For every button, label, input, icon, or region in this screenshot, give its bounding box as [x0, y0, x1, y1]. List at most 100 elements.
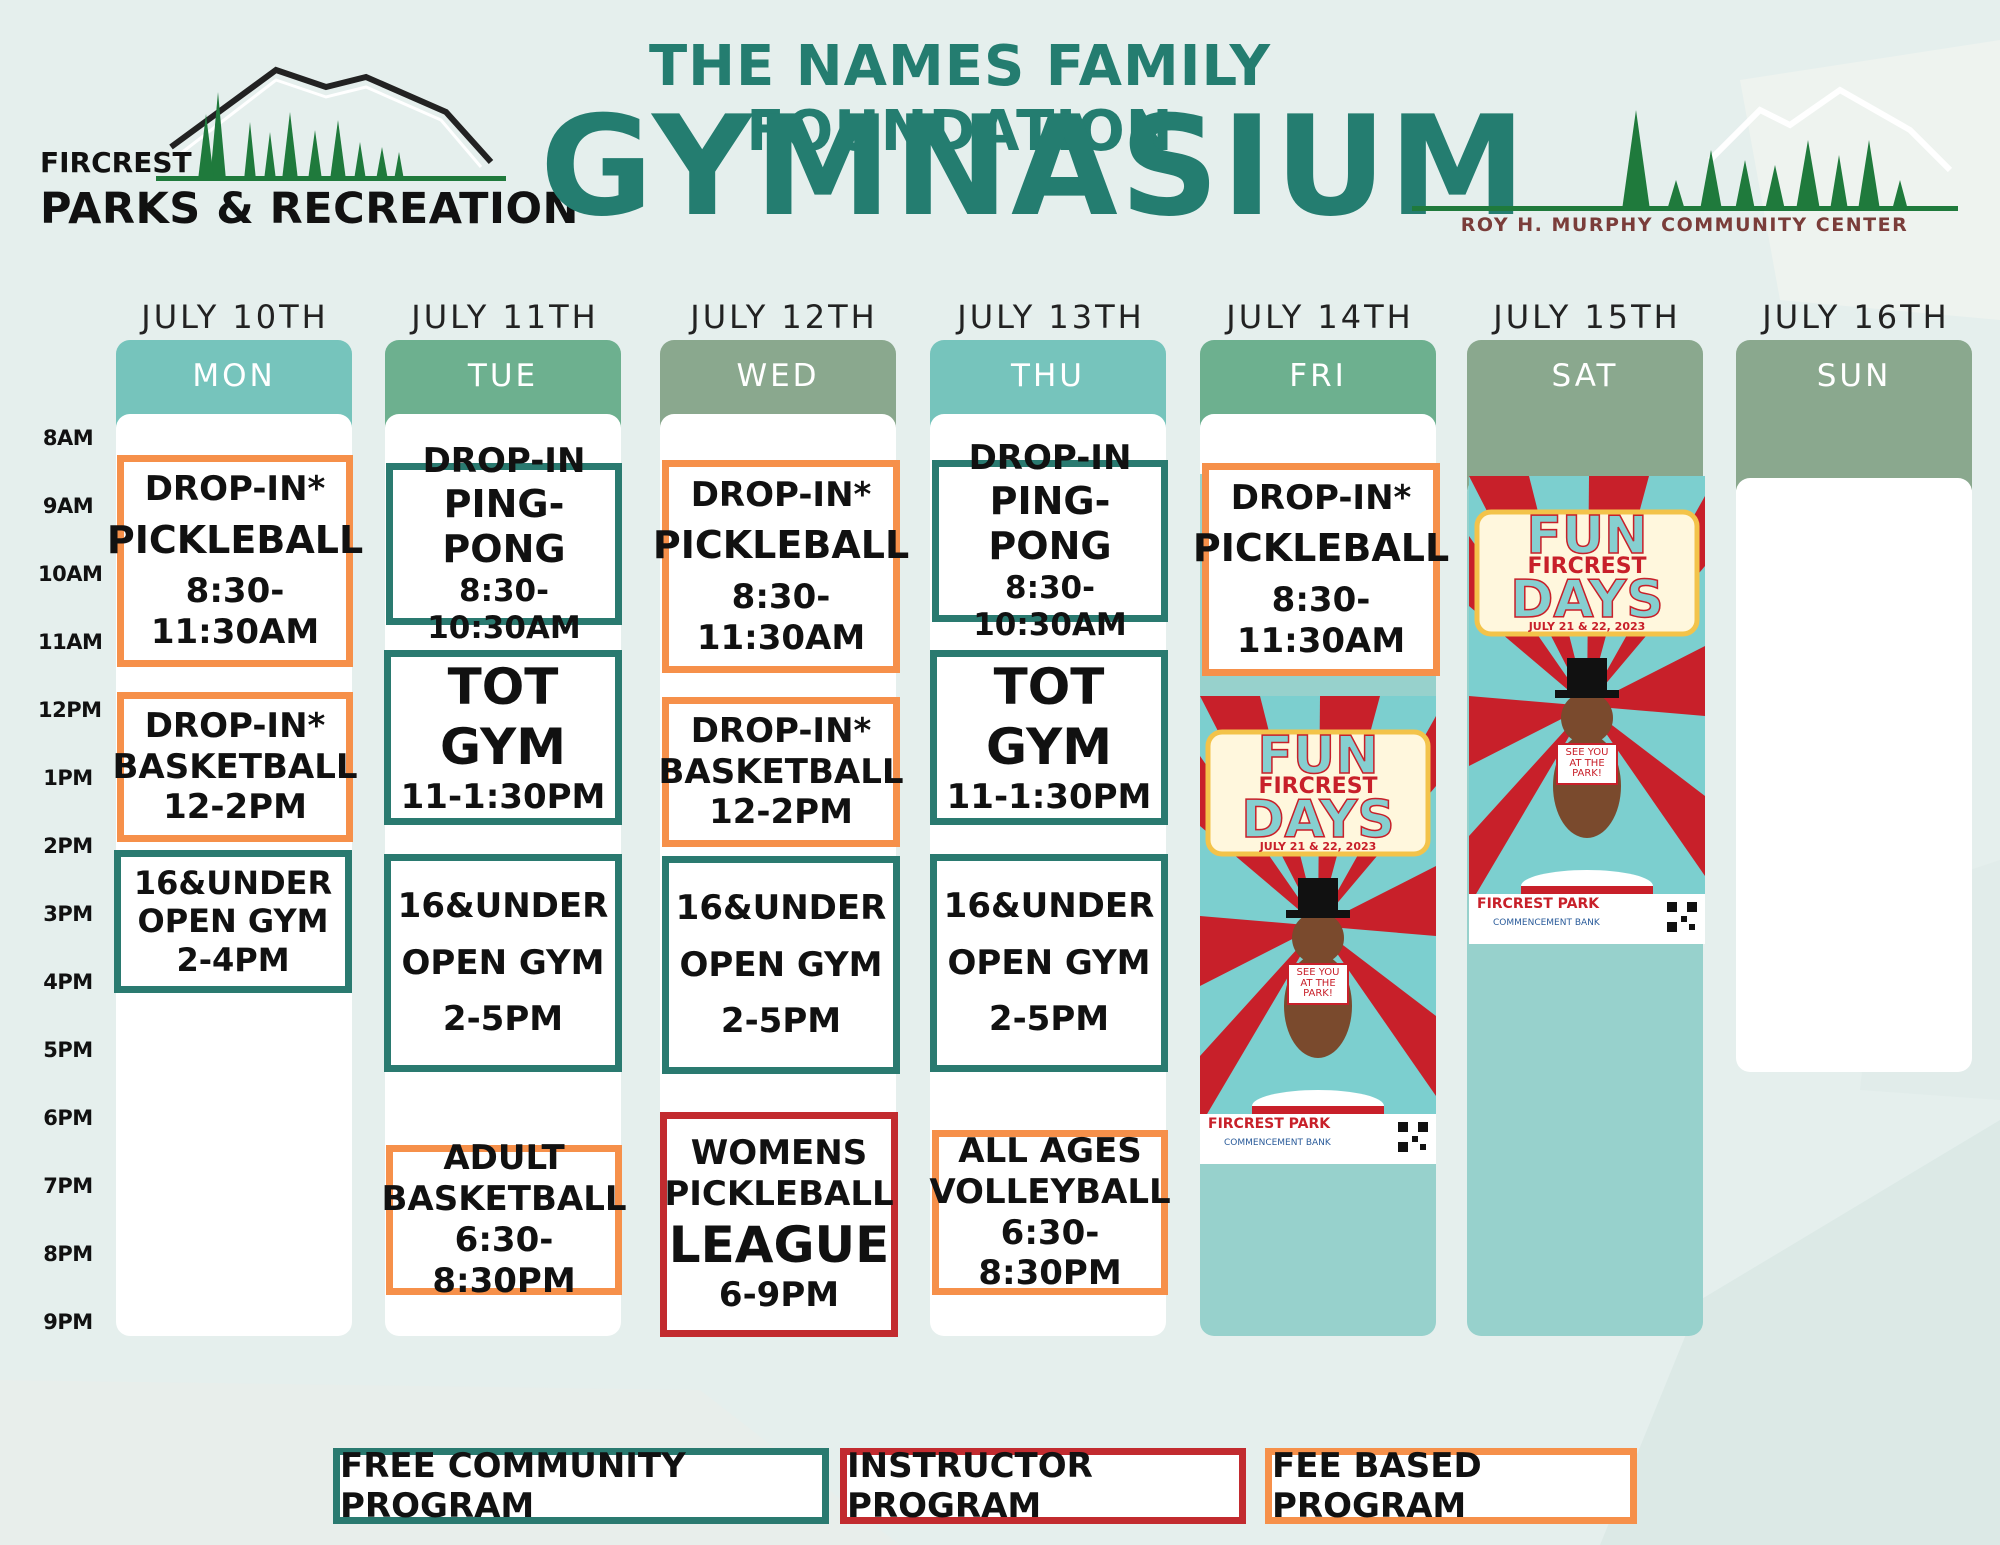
- event-wed-open-gym[interactable]: 16&UNDER OPEN GYM 2-5PM: [662, 856, 900, 1074]
- event-line: BASKETBALL: [381, 1179, 627, 1220]
- event-line: DROP-IN: [968, 437, 1132, 478]
- event-line: DROP-IN: [422, 440, 586, 481]
- date-label-tue: JULY 11TH: [411, 298, 599, 336]
- poster-dates: JULY 21 & 22, 2023: [1259, 840, 1377, 853]
- event-tue-adult-basketball[interactable]: ADULT BASKETBALL 6:30-8:30PM: [381, 1138, 626, 1300]
- legend-free-community: FREE COMMUNITY PROGRAM: [333, 1446, 829, 1526]
- date-label-thu: JULY 13TH: [957, 298, 1145, 336]
- time-label: 9AM: [42, 494, 94, 518]
- day-header-sat: SAT: [1467, 340, 1703, 490]
- event-line: 8:30-10:30AM: [427, 572, 581, 646]
- foundation-title: THE NAMES FAMILY FOUNDATION: [648, 34, 1272, 164]
- event-line: 11-1:30PM: [946, 777, 1152, 818]
- event-line: 8:30-11:30AM: [696, 576, 866, 658]
- date-label-fri: JULY 14TH: [1226, 298, 1414, 336]
- event-line: WOMENS: [690, 1133, 868, 1174]
- event-line: 16&UNDER: [397, 885, 609, 926]
- legend-fee-based: FEE BASED PROGRAM: [1265, 1446, 1637, 1526]
- event-line: 6-9PM: [718, 1274, 840, 1315]
- event-line: 6:30-8:30PM: [978, 1212, 1122, 1294]
- qr-code-icon: [1665, 900, 1699, 934]
- event-line: OPEN GYM: [401, 942, 605, 983]
- poster-sign: SEE YOU AT THE PARK!: [1296, 967, 1340, 999]
- community-center-logo-icon: [1412, 86, 1958, 211]
- event-line: 12-2PM: [163, 787, 307, 828]
- event-line: 16&UNDER: [675, 887, 887, 928]
- event-line: 16&UNDER: [943, 885, 1155, 926]
- event-line: ALL AGES: [958, 1130, 1142, 1171]
- event-line: 8:30-11:30AM: [150, 571, 320, 653]
- date-label-sun: JULY 16TH: [1762, 298, 1950, 336]
- event-line: 11-1:30PM: [400, 777, 606, 818]
- event-line: BASKETBALL: [112, 746, 358, 787]
- event-line: PICKLEBALL: [652, 523, 910, 568]
- event-line: ADULT: [443, 1138, 565, 1179]
- event-line: TOT GYM: [986, 658, 1112, 777]
- event-line: OPEN GYM: [679, 944, 883, 985]
- event-mon-pickleball[interactable]: DROP-IN* PICKLEBALL 8:30-11:30AM: [107, 455, 363, 667]
- time-label: 8PM: [43, 1242, 93, 1266]
- time-label: 3PM: [43, 902, 93, 926]
- event-wed-womens-pickleball[interactable]: WOMENS PICKLEBALL LEAGUE 6-9PM: [660, 1112, 898, 1337]
- poster-fircrest: FIRCREST: [1258, 774, 1378, 799]
- column-sun: [1736, 478, 1972, 1072]
- poster-sunburst-icon: [1469, 476, 1705, 944]
- event-line: BASKETBALL: [658, 751, 904, 792]
- community-center-label: ROY H. MURPHY COMMUNITY CENTER: [1460, 214, 1909, 236]
- day-header-sun: SUN: [1736, 340, 1972, 490]
- poster-park: FIRCREST PARK: [1208, 1116, 1331, 1132]
- event-line: DROP-IN*: [144, 705, 326, 746]
- event-line: 2-5PM: [988, 999, 1110, 1040]
- event-line: DROP-IN*: [1230, 477, 1412, 518]
- event-thu-volleyball[interactable]: ALL AGES VOLLEYBALL 6:30-8:30PM: [929, 1130, 1171, 1295]
- event-line: 8:30-10:30AM: [973, 569, 1127, 643]
- parks-recreation-label: PARKS & RECREATION: [40, 184, 580, 234]
- time-label: 10AM: [38, 562, 103, 586]
- event-line: PING-PONG: [988, 478, 1112, 569]
- event-mon-open-gym[interactable]: 16&UNDER OPEN GYM 2-4PM: [114, 850, 352, 993]
- event-line: 12-2PM: [709, 792, 853, 833]
- time-label: 11AM: [38, 630, 103, 654]
- poster-days: DAYS: [1509, 569, 1664, 631]
- event-mon-basketball[interactable]: DROP-IN* BASKETBALL 12-2PM: [112, 692, 358, 842]
- legend-instructor: INSTRUCTOR PROGRAM: [840, 1446, 1246, 1526]
- event-line: 2-5PM: [720, 1001, 842, 1042]
- time-label: 12PM: [38, 698, 102, 722]
- event-line: 16&UNDER: [133, 863, 333, 902]
- poster-bank: COMMENCEMENT BANK: [1224, 1138, 1331, 1148]
- event-line: DROP-IN*: [690, 474, 872, 515]
- poster-park: FIRCREST PARK: [1477, 896, 1600, 912]
- event-line: DROP-IN*: [690, 710, 872, 751]
- event-line: DROP-IN*: [144, 469, 326, 509]
- fun-days-poster-fri[interactable]: FUN FIRCREST DAYS JULY 21 & 22, 2023 SEE…: [1200, 696, 1436, 1164]
- date-label-sat: JULY 15TH: [1493, 298, 1681, 336]
- poster-fircrest: FIRCREST: [1527, 554, 1647, 579]
- poster-fun: FUN: [1526, 505, 1649, 567]
- fircrest-label: FIRCREST: [40, 146, 192, 179]
- event-tue-open-gym[interactable]: 16&UNDER OPEN GYM 2-5PM: [384, 854, 622, 1072]
- fun-days-poster-sat[interactable]: FUN FIRCREST DAYS JULY 21 & 22, 2023 SEE…: [1469, 476, 1705, 944]
- poster-sunburst-icon: [1200, 696, 1436, 1164]
- qr-code-icon: [1396, 1120, 1430, 1154]
- time-label: 6PM: [43, 1106, 93, 1130]
- event-tue-tot-gym[interactable]: TOT GYM 11-1:30PM: [384, 650, 622, 825]
- event-line: PICKLEBALL: [664, 1174, 894, 1215]
- event-thu-ping-pong[interactable]: DROP-IN PING-PONG 8:30-10:30AM: [932, 438, 1168, 643]
- time-label: 1PM: [43, 766, 93, 790]
- event-line: PING-PONG: [442, 481, 566, 572]
- event-line: 6:30-8:30PM: [432, 1220, 576, 1301]
- event-tue-ping-pong[interactable]: DROP-IN PING-PONG 8:30-10:30AM: [386, 441, 622, 646]
- event-thu-tot-gym[interactable]: TOT GYM 11-1:30PM: [930, 650, 1168, 825]
- event-wed-basketball[interactable]: DROP-IN* BASKETBALL 12-2PM: [658, 697, 904, 847]
- time-label: 2PM: [43, 834, 93, 858]
- date-label-wed: JULY 12TH: [690, 298, 878, 336]
- date-label-mon: JULY 10TH: [141, 298, 329, 336]
- event-line: PICKLEBALL: [1192, 526, 1450, 571]
- event-fri-pickleball[interactable]: DROP-IN* PICKLEBALL 8:30-11:30AM: [1193, 463, 1449, 676]
- event-wed-pickleball[interactable]: DROP-IN* PICKLEBALL 8:30-11:30AM: [653, 460, 909, 673]
- event-line: 2-4PM: [176, 940, 290, 979]
- event-line: LEAGUE: [668, 1215, 890, 1274]
- time-label: 9PM: [43, 1310, 93, 1334]
- event-thu-open-gym[interactable]: 16&UNDER OPEN GYM 2-5PM: [930, 854, 1168, 1072]
- event-line: 2-5PM: [442, 999, 564, 1040]
